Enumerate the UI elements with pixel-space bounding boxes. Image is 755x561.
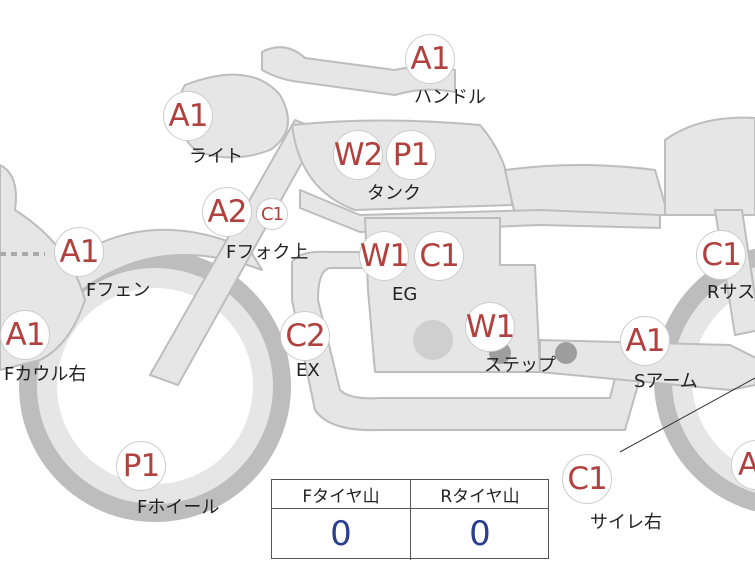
tail-shape [664, 116, 755, 216]
light-badge: A1 [163, 91, 213, 141]
engine-badge-2: C1 [414, 231, 464, 281]
handlebar-shape [261, 46, 456, 96]
step-label: ステップ [484, 355, 556, 376]
engine-badge-1: W1 [359, 231, 409, 281]
sarm-label: Sアーム [634, 371, 698, 392]
exhaust-shape [291, 250, 641, 432]
engine-label: EG [392, 284, 418, 305]
rsus-badge: C1 [696, 230, 746, 280]
seat-shape [504, 164, 669, 216]
handle-label: ハンドル [414, 87, 486, 108]
tank-badge-2: P1 [386, 130, 436, 180]
silencer-badge: C1 [562, 454, 612, 504]
ffender-label: Fフェン [86, 280, 151, 301]
silencer-label: サイレ右 [590, 512, 662, 533]
fcowl-badge: A1 [0, 310, 50, 360]
front-tire-value: 0 [330, 514, 352, 554]
rear-tire-header: Rタイヤ山 [411, 480, 549, 509]
handle-badge: A1 [405, 34, 455, 84]
tire-tread-table: Fタイヤ山 Rタイヤ山 0 0 [271, 479, 549, 560]
tank-badge-1: W2 [333, 130, 383, 180]
front-fender-shape [69, 228, 263, 291]
sarm-badge: A1 [620, 316, 670, 366]
ffork-label: Fフォク上 [226, 242, 309, 263]
fwheel-badge: P1 [116, 441, 166, 491]
rear-tire-value: 0 [469, 514, 491, 554]
ffork-badge-2: C1 [256, 198, 288, 230]
tank-label: タンク [367, 183, 421, 204]
ex-badge: C2 [280, 311, 330, 361]
step-badge: W1 [465, 302, 515, 352]
ffender-badge: A1 [54, 227, 104, 277]
table-divider [410, 480, 411, 560]
ex-label: EX [296, 360, 320, 381]
rsus-label: Rサス [707, 282, 755, 303]
light-label: ライト [189, 146, 243, 167]
fcowl-label: Fカウル右 [4, 364, 87, 385]
front-wheel-shape [19, 250, 291, 522]
fwheel-label: Fホイール [137, 497, 220, 518]
front-tire-header: Fタイヤ山 [272, 480, 410, 509]
ffork-badge-1: A2 [202, 187, 252, 237]
